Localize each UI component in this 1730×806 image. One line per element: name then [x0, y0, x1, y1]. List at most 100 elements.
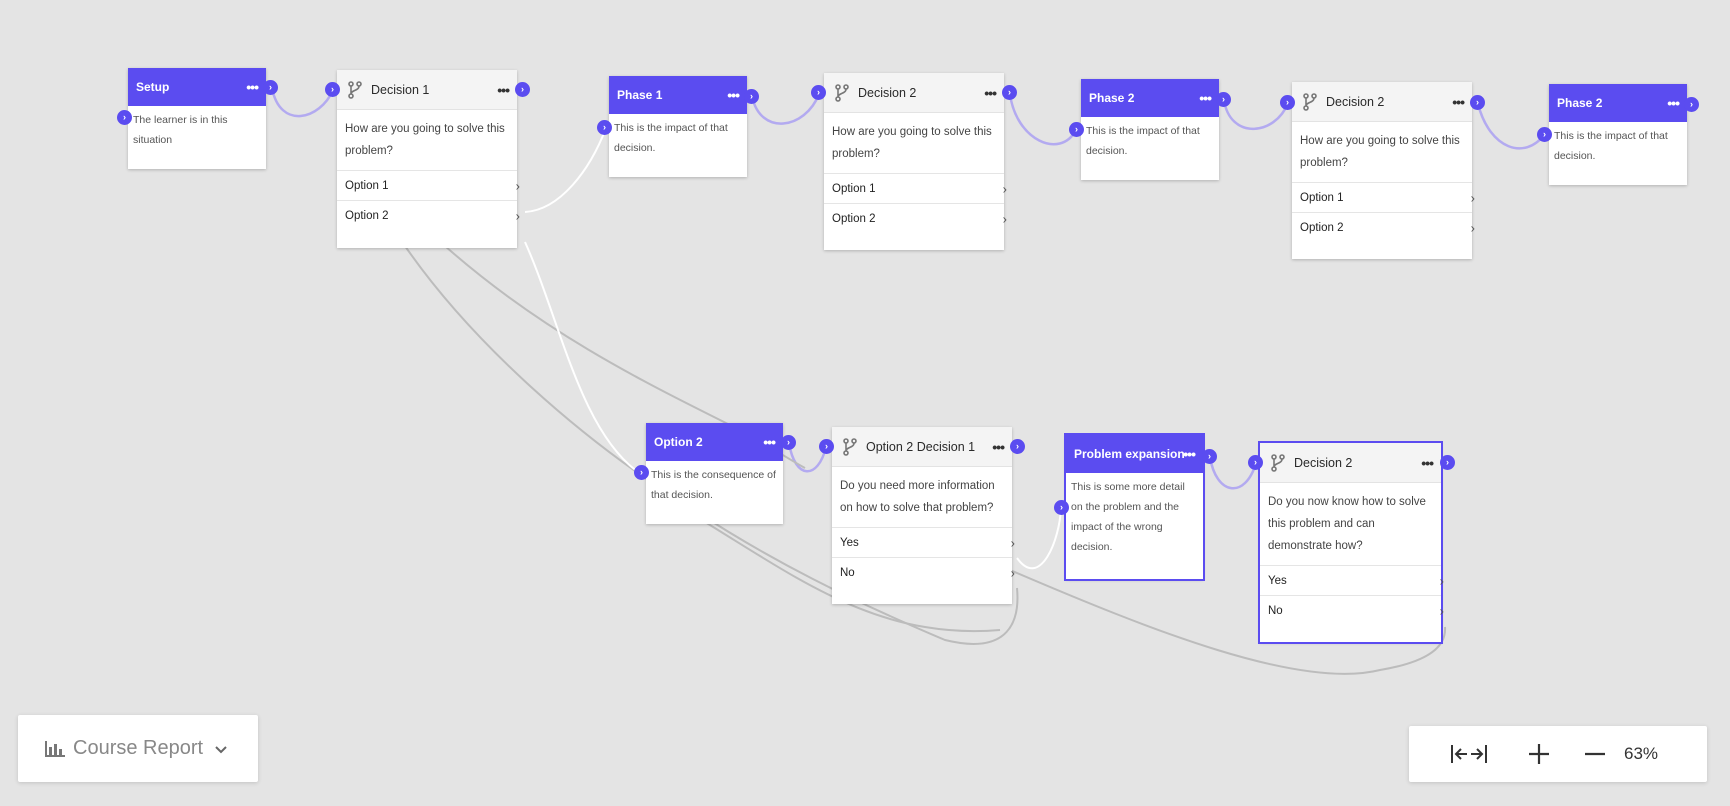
- chevron-right-icon[interactable]: ›: [1010, 535, 1015, 550]
- more-options-icon[interactable]: •••: [1199, 90, 1212, 106]
- option2-decision1-node[interactable]: Option 2 Decision 1 ••• Do you need more…: [832, 427, 1015, 604]
- course-report-label: Course Report: [73, 737, 204, 759]
- output-port[interactable]: ›: [1216, 92, 1231, 107]
- output-port[interactable]: ›: [1684, 97, 1699, 112]
- more-options-icon[interactable]: •••: [1183, 446, 1196, 462]
- chevron-down-icon[interactable]: [215, 741, 227, 757]
- option-row[interactable]: Option 2 ›: [824, 203, 1007, 233]
- setup-node[interactable]: Setup ••• The learner is in this situati…: [128, 68, 266, 169]
- output-port[interactable]: ›: [1470, 95, 1485, 110]
- node-text: This is the impact of that decision.: [1554, 130, 1668, 162]
- option-row[interactable]: No›: [832, 557, 1015, 587]
- chevron-right-icon[interactable]: ›: [1439, 603, 1444, 618]
- node-header[interactable]: Setup •••: [128, 68, 266, 106]
- option-label: Option 1: [345, 179, 389, 192]
- wire-option2-o2d1: [787, 441, 828, 473]
- option2-node[interactable]: Option 2 ••• This is the consequence of …: [646, 423, 783, 524]
- more-options-icon[interactable]: •••: [727, 87, 740, 103]
- chevron-right-icon[interactable]: ›: [1470, 220, 1475, 235]
- option-row[interactable]: Option 1›: [1292, 182, 1475, 212]
- input-port[interactable]: ›: [117, 110, 132, 125]
- chevron-right-icon[interactable]: ›: [515, 178, 520, 193]
- option-row[interactable]: Yes ›: [832, 527, 1015, 557]
- decision2c-node[interactable]: Decision 2 ••• Do you now know how to so…: [1258, 441, 1444, 644]
- input-port[interactable]: ›: [1069, 122, 1084, 137]
- option-label: Yes: [840, 536, 859, 549]
- option-row[interactable]: Option 1 ›: [337, 170, 520, 200]
- wire-d2c-no-loop: [1009, 569, 1447, 675]
- chevron-right-icon[interactable]: ›: [1010, 565, 1015, 580]
- input-port[interactable]: ›: [1280, 95, 1295, 110]
- option-row[interactable]: Option 1›: [824, 173, 1007, 203]
- node-header[interactable]: Decision 2 •••: [1260, 443, 1441, 483]
- branch-icon: [843, 437, 857, 456]
- input-port[interactable]: ›: [819, 439, 834, 454]
- chevron-right-icon[interactable]: ›: [1002, 211, 1007, 226]
- phase1-node[interactable]: Phase 1 ••• This is the impact of that d…: [609, 76, 747, 177]
- option-row[interactable]: Yes›: [1260, 565, 1444, 595]
- input-port[interactable]: ›: [1054, 500, 1069, 515]
- node-header[interactable]: Decision 2 •••: [824, 73, 1004, 113]
- decision2b-node[interactable]: Decision 2 ••• How are you going to solv…: [1292, 82, 1475, 259]
- option-label: Option 2: [1300, 221, 1344, 234]
- more-options-icon[interactable]: •••: [763, 434, 776, 450]
- node-header[interactable]: Option 2 Decision 1 •••: [832, 427, 1012, 467]
- input-port[interactable]: ›: [1537, 127, 1552, 142]
- output-port[interactable]: ›: [1440, 455, 1455, 470]
- phase2b-node[interactable]: Phase 2 ••• This is the impact of that d…: [1549, 84, 1687, 185]
- more-options-icon[interactable]: •••: [497, 81, 510, 98]
- wire-d1-option2-long: [404, 245, 1019, 645]
- option-row[interactable]: No ›: [1260, 595, 1444, 625]
- input-port[interactable]: ›: [1248, 455, 1263, 470]
- node-header[interactable]: Decision 1 •••: [337, 70, 517, 110]
- question-text: Do you need more information on how to s…: [840, 480, 995, 514]
- node-header[interactable]: Decision 2 •••: [1292, 82, 1472, 122]
- node-header[interactable]: Phase 2 •••: [1549, 84, 1687, 122]
- more-options-icon[interactable]: •••: [984, 84, 997, 101]
- node-title: Option 2 Decision 1: [866, 439, 976, 454]
- option-row[interactable]: Option 2›: [337, 200, 520, 230]
- option-row[interactable]: Option 2 ›: [1292, 212, 1475, 242]
- input-port[interactable]: ›: [325, 82, 340, 97]
- question-text: How are you going to solve this problem?: [1300, 135, 1460, 169]
- output-port[interactable]: ›: [1002, 85, 1017, 100]
- node-header[interactable]: Phase 1 •••: [609, 76, 747, 114]
- node-title: Phase 2: [1089, 91, 1135, 105]
- node-header[interactable]: Option 2 •••: [646, 423, 783, 461]
- more-options-icon[interactable]: •••: [1452, 93, 1465, 110]
- bar-chart-icon: [45, 740, 65, 757]
- more-options-icon[interactable]: •••: [992, 438, 1005, 455]
- more-options-icon[interactable]: •••: [1421, 454, 1434, 471]
- output-port[interactable]: ›: [1202, 449, 1217, 464]
- phase2a-node[interactable]: Phase 2 ••• This is the impact of that d…: [1081, 79, 1219, 180]
- output-port[interactable]: ›: [781, 435, 796, 450]
- node-title: Decision 1: [371, 82, 430, 97]
- more-options-icon[interactable]: •••: [246, 79, 259, 95]
- chevron-right-icon[interactable]: ›: [1439, 573, 1444, 588]
- chevron-right-icon[interactable]: ›: [515, 208, 520, 223]
- option-label: No: [1268, 604, 1283, 617]
- output-port[interactable]: ›: [744, 89, 759, 104]
- fit-width-icon[interactable]: [1447, 726, 1491, 782]
- problem-expansion-node[interactable]: Problem expansion ••• This is some more …: [1064, 433, 1205, 581]
- wire-yes-pe: [1016, 506, 1062, 570]
- chevron-right-icon[interactable]: ›: [1002, 181, 1007, 196]
- input-port[interactable]: ›: [597, 120, 612, 135]
- input-port[interactable]: ›: [634, 465, 649, 480]
- node-header[interactable]: Phase 2 •••: [1081, 79, 1219, 117]
- node-text: This is some more detail on the problem …: [1071, 481, 1185, 553]
- option-label: Option 2: [832, 212, 876, 225]
- input-port[interactable]: ›: [811, 85, 826, 100]
- decision1-node[interactable]: Decision 1 ••• How are you going to solv…: [337, 70, 520, 248]
- output-port[interactable]: ›: [515, 82, 530, 97]
- zoom-in-icon[interactable]: [1521, 726, 1557, 782]
- decision2a-node[interactable]: Decision 2 ••• How are you going to solv…: [824, 73, 1007, 250]
- output-port[interactable]: ›: [263, 80, 278, 95]
- course-report-button[interactable]: Course Report: [18, 715, 258, 782]
- output-port[interactable]: ›: [1010, 439, 1025, 454]
- more-options-icon[interactable]: •••: [1667, 95, 1680, 111]
- zoom-out-icon[interactable]: [1577, 726, 1613, 782]
- chevron-right-icon[interactable]: ›: [1470, 190, 1475, 205]
- node-header[interactable]: Problem expansion •••: [1066, 435, 1203, 473]
